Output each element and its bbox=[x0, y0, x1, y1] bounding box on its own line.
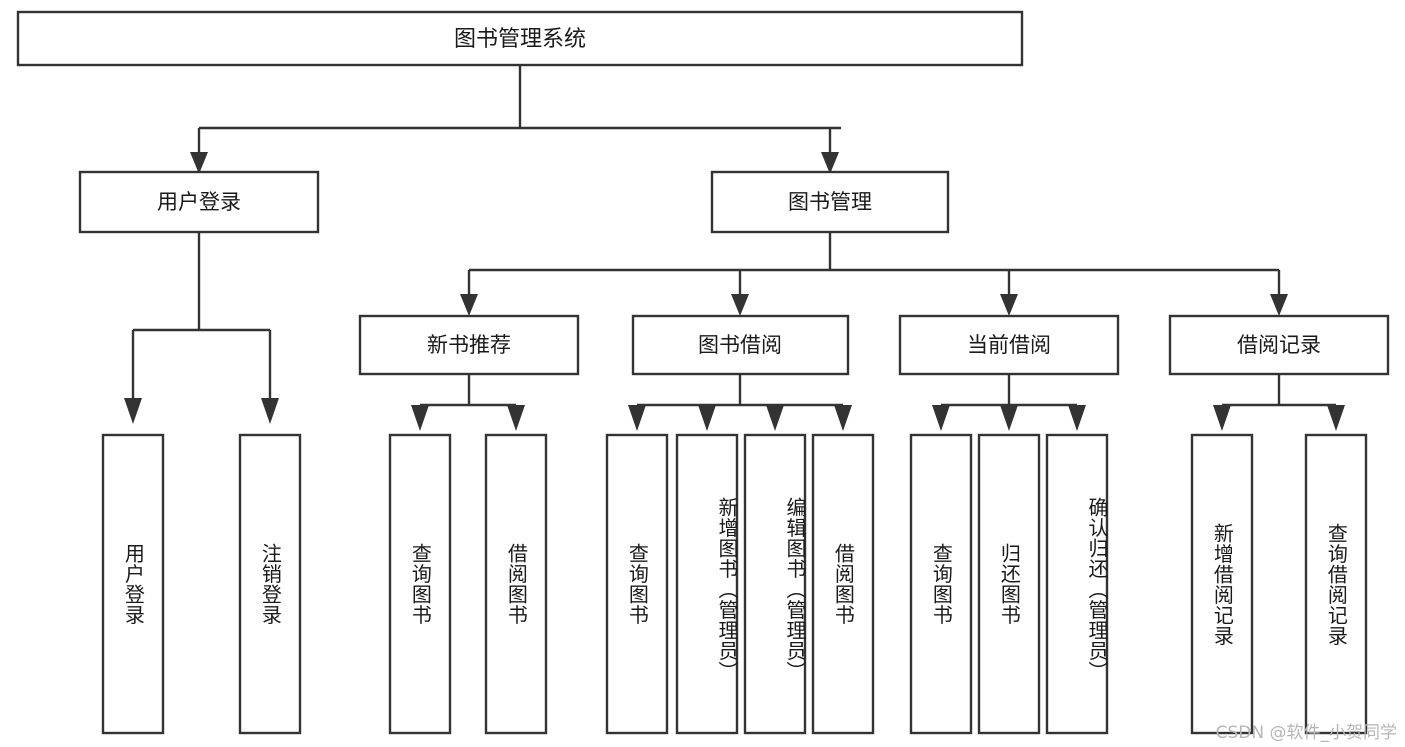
leaf-box-return-book[interactable] bbox=[977, 433, 1041, 735]
node-borrow-record-label: 借阅记录 bbox=[1237, 333, 1321, 357]
node-new-book-rec[interactable]: 新书推荐 bbox=[358, 314, 580, 376]
leaf-box-borrow-book-2[interactable] bbox=[811, 433, 875, 735]
csdn-watermark: CSDN @软件_小贺同学 bbox=[1215, 723, 1397, 743]
connector-root-to-level2 bbox=[190, 65, 841, 174]
connector-borrowrecord-to-leaves bbox=[1213, 374, 1345, 431]
leaf-box-add-book[interactable] bbox=[675, 433, 739, 735]
node-root[interactable]: 图书管理系统 bbox=[16, 10, 1024, 67]
connector-bookmanage-to-level3 bbox=[460, 232, 1288, 316]
node-book-borrow[interactable]: 图书借阅 bbox=[631, 314, 850, 376]
connector-bookborrow-to-leaves bbox=[628, 374, 852, 431]
node-new-book-rec-label: 新书推荐 bbox=[427, 333, 511, 357]
leaf-box-query-book-1[interactable] bbox=[388, 433, 452, 735]
leaf-box-user-logout[interactable] bbox=[238, 433, 302, 735]
node-user-login-label: 用户登录 bbox=[157, 190, 241, 214]
leaf-box-borrow-book-1[interactable] bbox=[484, 433, 548, 735]
leaf-box-query-record[interactable] bbox=[1304, 433, 1368, 735]
leaf-box-edit-book[interactable] bbox=[743, 433, 807, 735]
leaf-box-query-book-3[interactable] bbox=[909, 433, 973, 735]
node-root-label: 图书管理系统 bbox=[454, 27, 586, 52]
node-borrow-record[interactable]: 借阅记录 bbox=[1168, 314, 1390, 376]
connector-currentborrow-to-leaves bbox=[932, 374, 1086, 431]
connector-newbook-to-leaves bbox=[411, 374, 525, 431]
node-current-borrow-label: 当前借阅 bbox=[967, 333, 1051, 357]
leaf-box-add-record[interactable] bbox=[1190, 433, 1254, 735]
node-book-manage-label: 图书管理 bbox=[788, 190, 872, 214]
leaf-box-query-book-2[interactable] bbox=[605, 433, 669, 735]
leaf-box-user-login[interactable] bbox=[101, 433, 165, 735]
leaf-box-confirm-return[interactable] bbox=[1045, 433, 1109, 735]
node-user-login[interactable]: 用户登录 bbox=[78, 170, 320, 234]
node-book-borrow-label: 图书借阅 bbox=[698, 333, 782, 357]
node-current-borrow[interactable]: 当前借阅 bbox=[898, 314, 1120, 376]
connector-userlogin-to-leaves bbox=[124, 232, 279, 424]
node-book-manage[interactable]: 图书管理 bbox=[710, 170, 950, 234]
leaf-boxes bbox=[101, 433, 1368, 735]
